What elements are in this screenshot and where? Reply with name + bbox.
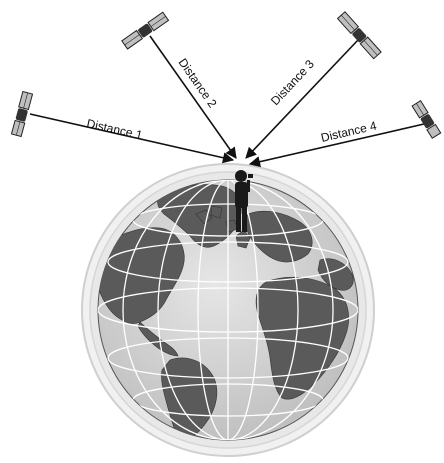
distance-line-3	[245, 39, 359, 159]
distance-3-label: Distance 3	[268, 57, 317, 108]
satellite-icon	[411, 100, 442, 139]
globe	[81, 163, 375, 457]
distance-1-label: Distance 1	[85, 116, 144, 142]
europe-landmass	[245, 210, 313, 263]
satellite-icon	[10, 90, 34, 138]
distance-line-2	[149, 35, 237, 159]
satellite-icon	[121, 11, 170, 50]
receiver-person-icon	[235, 170, 253, 232]
central-america-landmass	[137, 321, 179, 357]
satellite-icon	[336, 11, 382, 60]
distance-line-1	[29, 113, 235, 164]
distance-line-4	[248, 123, 425, 168]
